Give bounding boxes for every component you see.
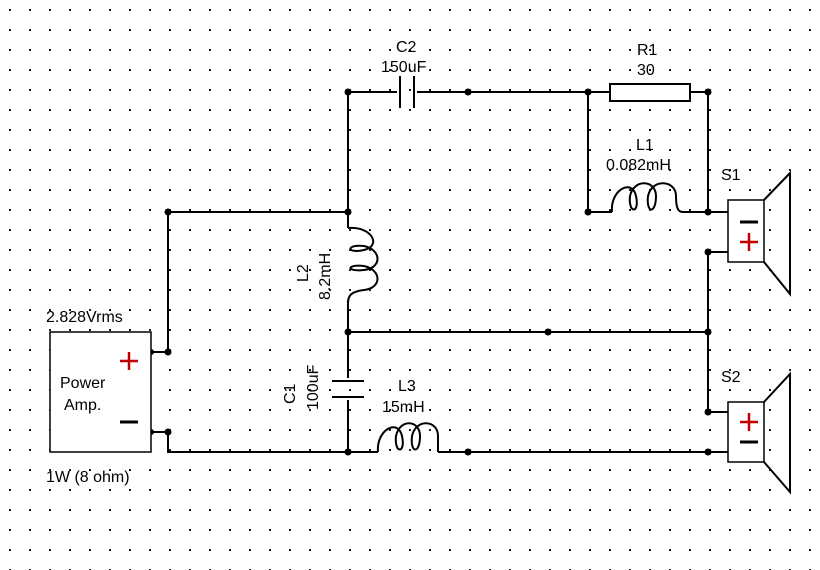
speaker-magnet: [727, 401, 765, 463]
junction-dot: [344, 88, 352, 96]
l2-ref-label: L2: [295, 264, 312, 282]
l1-value-label: 0.082mH: [606, 157, 671, 174]
amp-power-label: 1W (8 ohm): [46, 469, 130, 486]
junction-dot: [704, 408, 712, 416]
junction-dot: [344, 328, 352, 336]
inductor-l3[interactable]: L3 15mH: [376, 378, 439, 453]
c1-ref-label: C1: [282, 383, 299, 404]
junction-dot: [704, 248, 712, 256]
junction-dot: [464, 88, 472, 96]
junction-dot: [704, 448, 712, 456]
speaker-cone: [763, 371, 791, 495]
speaker-s2[interactable]: S2: [721, 369, 791, 495]
junction-dot: [344, 448, 352, 456]
wires: [151, 91, 728, 453]
junction-dot: [164, 348, 172, 356]
junction-dot: [704, 328, 712, 336]
l3-ref-label: L3: [398, 378, 416, 395]
junction-dot: [164, 428, 172, 436]
amp-name-line1: Power: [60, 375, 106, 392]
c2-ref-label: C2: [396, 39, 417, 56]
s2-ref-label: S2: [721, 369, 741, 386]
junction-dot: [164, 208, 172, 216]
junction-dot: [544, 328, 552, 336]
l1-ref-label: L1: [636, 137, 654, 154]
junction-dot: [584, 208, 592, 216]
inductor-l1[interactable]: L1 0.082mH: [606, 137, 685, 213]
wire-amp-positive: [151, 211, 348, 353]
r1-value-label: 30: [637, 62, 655, 79]
speaker-s1[interactable]: S1: [721, 167, 791, 297]
junction-dot: [584, 88, 592, 96]
c2-value-label: 150uF: [381, 59, 427, 76]
junction-dot: [464, 448, 472, 456]
inductor-coil: [610, 182, 685, 213]
c1-value-label: 100uF: [305, 364, 322, 410]
junction-dot: [704, 208, 712, 216]
power-amp[interactable]: Power Amp. 2.828Vrms 1W (8 ohm): [46, 309, 152, 486]
junction-dot: [344, 208, 352, 216]
s1-ref-label: S1: [721, 167, 741, 184]
amp-name-line2: Amp.: [64, 397, 101, 414]
capacitor-c1[interactable]: C1 100uF: [282, 364, 364, 410]
capacitor-c2[interactable]: C2 150uF: [381, 39, 427, 108]
junctions: [148, 88, 712, 456]
l3-value-label: 15mH: [382, 399, 425, 416]
inductor-l2[interactable]: L2 8.2mH: [295, 226, 379, 309]
inductor-coil: [346, 226, 379, 309]
l2-value-label: 8.2mH: [317, 253, 334, 300]
speaker-cone: [763, 170, 791, 297]
amp-voltage-label: 2.828Vrms: [46, 309, 123, 326]
inductor-coil: [376, 422, 439, 453]
wire-amp-negative: [151, 431, 378, 453]
resistor-r1[interactable]: R1 30: [609, 42, 691, 102]
speaker-magnet: [727, 199, 765, 263]
junction-dot: [704, 88, 712, 96]
resistor-body: [609, 83, 691, 102]
power-amp-box: [49, 331, 152, 453]
r1-ref-label: R1: [637, 42, 658, 59]
